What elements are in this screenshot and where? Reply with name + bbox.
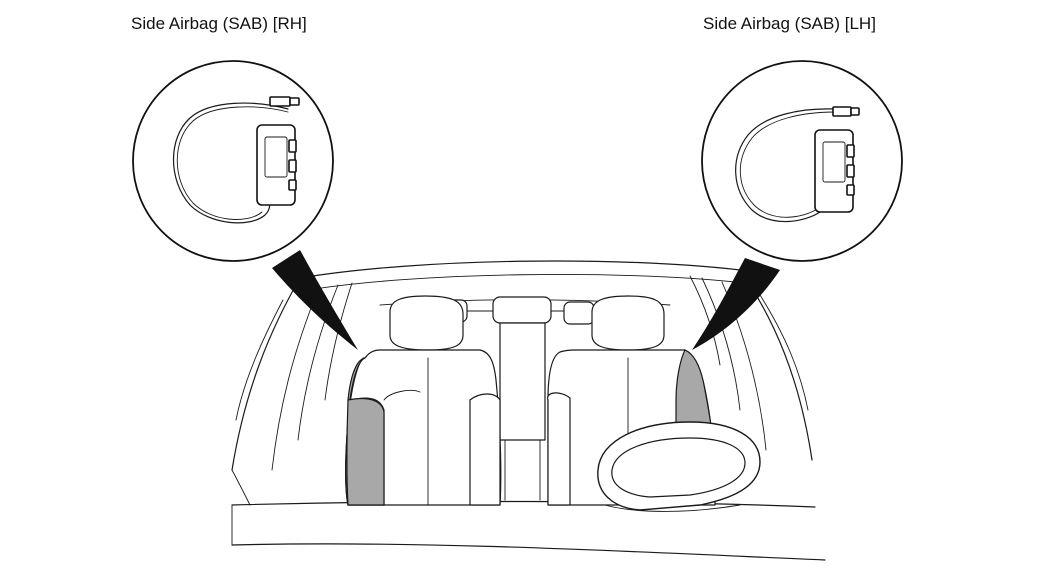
detail-circle-rh — [132, 60, 334, 262]
callout-label-lh: Side Airbag (SAB) [LH] — [703, 14, 876, 33]
detail-circle-lh — [701, 60, 903, 262]
front-seat-left — [345, 295, 502, 506]
front-seat-right — [547, 295, 716, 506]
steering-wheel — [597, 421, 761, 512]
callout-pointer-lh — [692, 258, 780, 350]
callout-pointer-rh — [272, 250, 358, 350]
callout-label-rh: Side Airbag (SAB) [RH] — [131, 14, 307, 33]
